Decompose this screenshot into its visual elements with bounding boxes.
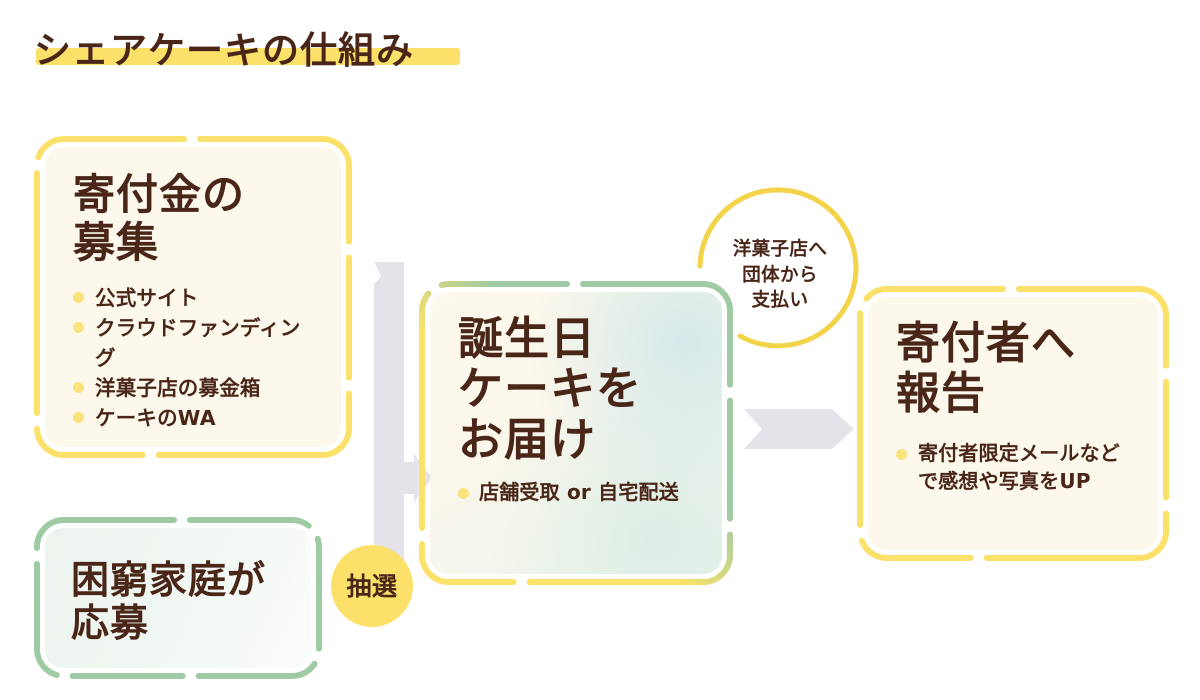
card-delivery-heading-line2: ケーキを bbox=[458, 362, 643, 416]
card-delivery-heading: 誕生日 ケーキを お届け bbox=[458, 312, 706, 466]
card-family-heading-line1: 困窮家庭が bbox=[71, 557, 267, 602]
card-report-heading-line1: 寄付者へ bbox=[896, 318, 1076, 369]
payment-loop-line1: 洋菓子店へ bbox=[732, 238, 828, 260]
page-title: シェアケーキの仕組み bbox=[34, 22, 414, 78]
card-family-body: 困窮家庭が 応募 bbox=[45, 528, 311, 668]
title-highlight-bar bbox=[36, 48, 460, 65]
card-delivery-heading-line3: お届け bbox=[458, 412, 597, 466]
lottery-badge: 抽選 bbox=[331, 545, 413, 627]
list-item: クラウドファンディング bbox=[73, 313, 321, 373]
card-report-body: 寄付者へ 報告 寄付者限定メールなど で感想や写真をUP bbox=[868, 297, 1158, 550]
card-donation-heading-line1: 寄付金の bbox=[73, 170, 246, 219]
card-report-bullet-line1: 寄付者限定メールなど bbox=[918, 441, 1120, 466]
list-item: ケーキのWA bbox=[73, 403, 321, 433]
card-report: 寄付者へ 報告 寄付者限定メールなど で感想や写真をUP bbox=[857, 286, 1169, 561]
card-report-heading: 寄付者へ 報告 bbox=[896, 319, 1142, 418]
payment-loop-line2: 団体から bbox=[742, 264, 818, 286]
payment-loop-annotation: 洋菓子店へ 団体から 支払い bbox=[688, 178, 872, 360]
card-family-heading-line2: 応募 bbox=[71, 601, 150, 645]
card-delivery-heading-line1: 誕生日 bbox=[458, 312, 597, 365]
list-item: 寄付者限定メールなど で感想や写真をUP bbox=[896, 440, 1142, 495]
card-donation-body: 寄付金の 募集 公式サイト クラウドファンディング 洋菓子店の募金箱 ケーキのW… bbox=[45, 147, 341, 447]
payment-loop-text: 洋菓子店へ 団体から 支払い bbox=[688, 178, 872, 360]
card-report-bullet-line2: で感想や写真をUP bbox=[918, 469, 1091, 494]
card-family: 困窮家庭が 応募 bbox=[34, 517, 322, 679]
card-donation: 寄付金の 募集 公式サイト クラウドファンディング 洋菓子店の募金箱 ケーキのW… bbox=[34, 136, 352, 458]
card-donation-heading-line2: 募集 bbox=[73, 217, 160, 267]
page-title-text: シェアケーキの仕組み bbox=[34, 28, 414, 72]
card-family-heading: 困窮家庭が 応募 bbox=[71, 557, 293, 646]
list-item: 店舗受取 or 自宅配送 bbox=[458, 479, 706, 507]
card-delivery-bullet-list: 店舗受取 or 自宅配送 bbox=[458, 479, 706, 507]
card-delivery-body: 誕生日 ケーキを お届け 店舗受取 or 自宅配送 bbox=[430, 292, 722, 574]
list-item: 公式サイト bbox=[73, 283, 321, 313]
list-item: 洋菓子店の募金箱 bbox=[73, 373, 321, 403]
lottery-badge-label: 抽選 bbox=[346, 571, 398, 601]
chevron-arrow bbox=[744, 405, 854, 453]
card-donation-heading: 寄付金の 募集 bbox=[73, 171, 321, 267]
card-donation-bullet-list: 公式サイト クラウドファンディング 洋菓子店の募金箱 ケーキのWA bbox=[73, 283, 321, 434]
payment-loop-line3: 支払い bbox=[751, 290, 809, 312]
card-report-heading-line2: 報告 bbox=[896, 367, 986, 419]
merge-arrow bbox=[356, 262, 432, 582]
card-report-bullet-list: 寄付者限定メールなど で感想や写真をUP bbox=[896, 440, 1142, 495]
card-delivery: 誕生日 ケーキを お届け 店舗受取 or 自宅配送 bbox=[419, 281, 733, 585]
